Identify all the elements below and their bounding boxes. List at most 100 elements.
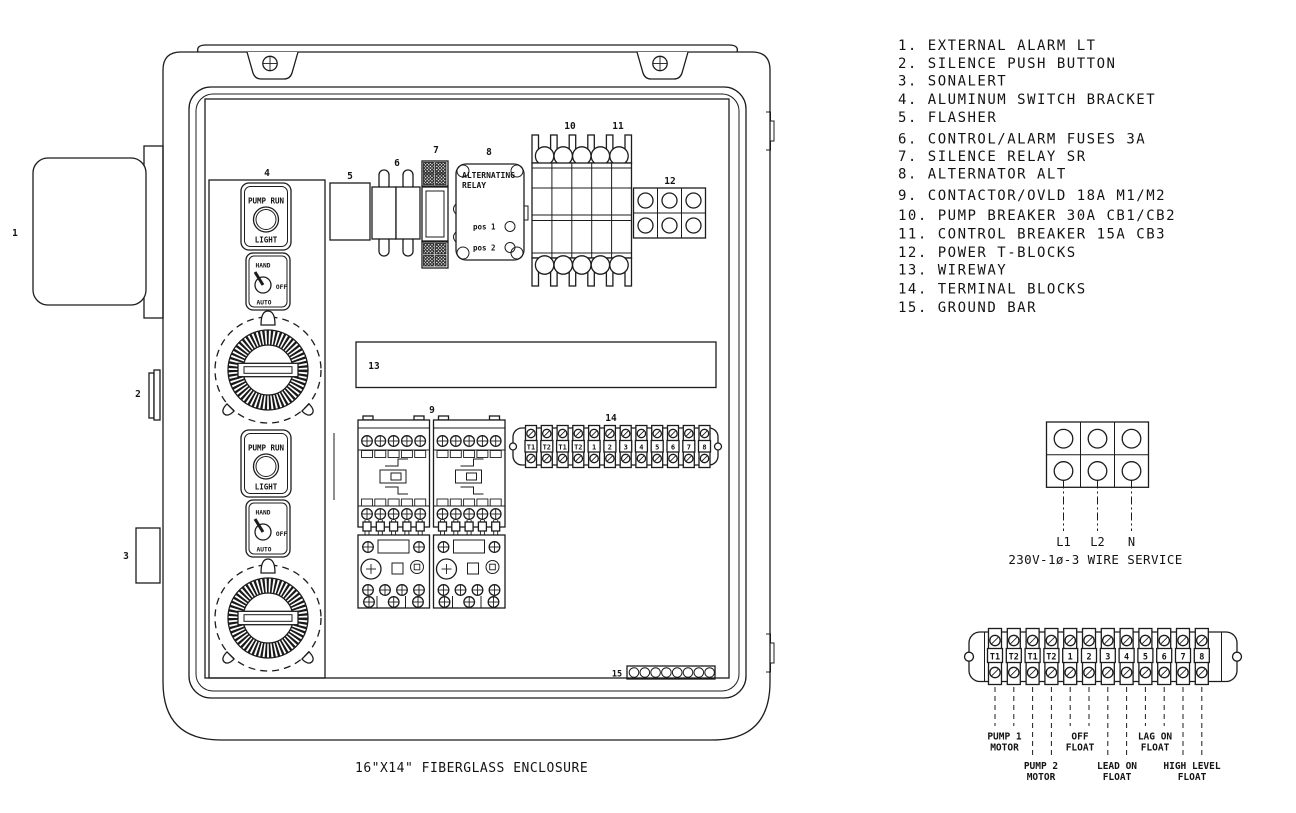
terminal-label: 1	[592, 444, 596, 452]
terminal-label: T2	[574, 444, 582, 452]
terminal-label: 6	[671, 444, 675, 452]
callout-3: 3	[123, 551, 129, 562]
parts-list: 1. EXTERNAL ALARM LT 2. SILENCE PUSH BUT…	[898, 38, 1175, 316]
callouts: 1 2 3 4 5 6 7 8 9 10 11 12 13 14 15	[12, 121, 676, 680]
terminal-label: 2	[608, 444, 612, 452]
parts-list-item: 8. ALTERNATOR ALT	[898, 167, 1067, 183]
hoa-hand-label: HAND	[256, 263, 271, 270]
terminal-label: T1	[558, 444, 566, 452]
parts-list-item: 7. SILENCE RELAY SR	[898, 149, 1087, 165]
high-level-float-label2: FLOAT	[1178, 772, 1207, 783]
terminal-label: 2	[1086, 653, 1091, 663]
callout-12: 12	[664, 176, 675, 187]
high-level-float-label: HIGH LEVEL	[1163, 761, 1220, 772]
parts-list-item: 5. FLASHER	[898, 110, 997, 126]
parts-list-item: 14. TERMINAL BLOCKS	[898, 282, 1087, 298]
terminal-label: T1	[990, 653, 1000, 663]
terminal-label: 8	[1199, 653, 1204, 663]
terminal-label: 8	[702, 444, 706, 452]
lag-on-float-label2: FLOAT	[1141, 743, 1170, 754]
sonalert	[135, 527, 161, 584]
alternating-relay-label2: RELAY	[462, 181, 486, 190]
terminal-label: T1	[527, 444, 535, 452]
alternating-relay-label: ALTERNATING	[462, 171, 515, 180]
pos2-indicator	[504, 242, 516, 253]
pos1-indicator	[504, 221, 516, 232]
float-leader-lines	[994, 687, 1203, 756]
service-terminal-label: L1	[1056, 535, 1070, 549]
terminal-label: 1	[1068, 653, 1073, 663]
hoa-auto-label: AUTO	[257, 300, 272, 307]
hoa-hand-label: HAND	[256, 510, 271, 517]
terminal-label: T2	[1009, 653, 1019, 663]
service-terminal-label: L2	[1090, 535, 1104, 549]
pos1-label: pos 1	[473, 223, 496, 232]
callout-13: 13	[368, 361, 380, 372]
callout-11: 11	[612, 121, 624, 132]
pump1-motor-label: PUMP 1	[987, 732, 1022, 743]
parts-list-item: 3. SONALERT	[898, 74, 1007, 90]
pos2-label: pos 2	[473, 244, 496, 253]
callout-8: 8	[486, 147, 492, 158]
circular-lens-1	[215, 311, 321, 423]
silence-relay	[421, 160, 449, 269]
hoa-auto-label: AUTO	[257, 547, 272, 554]
door-outline	[188, 86, 747, 699]
pump2-motor-label: PUMP 2	[1024, 761, 1058, 772]
terminal-label: 7	[1180, 653, 1185, 663]
hinge-tab	[766, 111, 775, 151]
switch-bracket	[208, 179, 335, 679]
silence-push-button	[148, 369, 161, 421]
terminal-label: 4	[639, 444, 643, 452]
alternator-relay: ALTERNATING RELAY pos 1 pos 2	[453, 163, 529, 261]
terminal-label: T1	[1027, 653, 1037, 663]
hoa-off-label: OFF	[276, 284, 287, 291]
flasher	[329, 182, 371, 241]
external-alarm-light	[32, 145, 164, 319]
lead-on-float-label: LEAD ON	[1097, 761, 1137, 772]
enclosure-caption: 16"X14" FIBERGLASS ENCLOSURE	[355, 761, 588, 776]
terminal-label: T2	[1046, 653, 1056, 663]
terminal-blocks: T1 T2 T1 T2 1 2 3 4 5 6 7 8	[508, 426, 723, 468]
callout-1: 1	[12, 228, 18, 239]
off-float-label2: FLOAT	[1066, 743, 1095, 754]
callout-6: 6	[394, 158, 400, 169]
wire-service-caption: 230V-1ø-3 WIRE SERVICE	[1008, 552, 1182, 567]
lag-on-float-label: LAG ON	[1138, 732, 1173, 743]
terminal-label: 3	[1105, 653, 1110, 663]
terminal-label: T2	[543, 444, 551, 452]
ground-bar	[626, 665, 716, 680]
parts-list-item: 6. CONTROL/ALARM FUSES 3A	[898, 132, 1146, 148]
terminal-label: 5	[1143, 653, 1148, 663]
terminal-label: 6	[1162, 653, 1167, 663]
power-t-blocks	[632, 187, 707, 239]
float-connection-labels: PUMP 1 MOTOR PUMP 2 MOTOR OFF FLOAT LEAD…	[987, 732, 1221, 784]
enclosure: PUMP RUN LIGHT HAND OFF AUTO PUMP RUN LI…	[12, 44, 775, 776]
callout-15: 15	[612, 670, 622, 680]
callout-10: 10	[564, 121, 576, 132]
pump2-motor-label2: MOTOR	[1027, 772, 1056, 783]
wireway	[355, 341, 717, 389]
parts-list-item: 12. POWER T-BLOCKS	[898, 245, 1077, 261]
callout-14: 14	[605, 413, 617, 424]
pump2-light-label: LIGHT	[255, 483, 278, 492]
pump1-run-light-label: PUMP RUN	[248, 197, 285, 206]
parts-list-item: 1. EXTERNAL ALARM LT	[898, 38, 1097, 54]
lead-on-float-label2: FLOAT	[1103, 772, 1132, 783]
off-float-label: OFF	[1071, 732, 1088, 743]
terminal-strip-detail: T1 T2 T1 T2 1 2 3 4 5 6 7 8 PUMP 1 MOTOR	[963, 629, 1243, 784]
terminal-label: 5	[655, 444, 659, 452]
contactor-overload-2	[434, 416, 506, 608]
pump1-motor-label2: MOTOR	[990, 743, 1019, 754]
terminal-label: 7	[687, 444, 691, 452]
callout-9: 9	[429, 405, 435, 416]
parts-list-item: 11. CONTROL BREAKER 15A CB3	[898, 227, 1166, 243]
wire-service-detail: L1 L2 N 230V-1ø-3 WIRE SERVICE	[1008, 421, 1182, 567]
lid-screw-icon	[652, 55, 668, 72]
parts-list-item: 2. SILENCE PUSH BUTTON	[898, 56, 1116, 72]
pump1-light-label: LIGHT	[255, 236, 278, 245]
pump-control-breakers	[531, 134, 633, 287]
enclosure-shell	[162, 44, 775, 741]
